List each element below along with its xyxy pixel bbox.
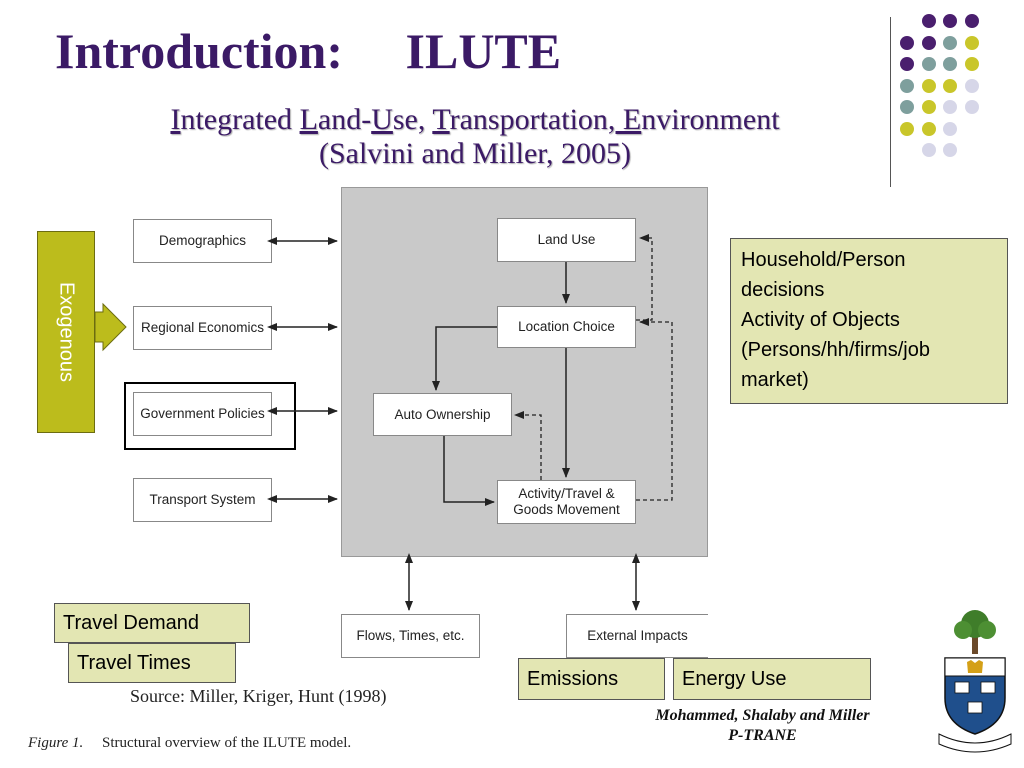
crown-icon	[967, 660, 983, 673]
decorative-dot-grid	[900, 14, 1020, 174]
regional-economics-box: Regional Economics	[133, 306, 272, 350]
authors-line: Mohammed, Shalaby and Miller	[655, 707, 870, 724]
book-icon	[954, 681, 970, 694]
demographics-box: Demographics	[133, 219, 272, 263]
subtitle-part: ransportation	[449, 103, 608, 136]
subtitle-part: ntegrated	[180, 103, 300, 136]
authors-footer: Mohammed, Shalaby and Miller P-TRANE	[600, 706, 925, 746]
figure-caption: Figure 1. Structural overview of the ILU…	[28, 735, 351, 752]
location-to-auto-arrow	[432, 326, 497, 391]
subtitle-part: , E	[607, 103, 642, 136]
university-crest-logo	[938, 610, 1012, 753]
decorative-dot	[900, 57, 914, 71]
figure-text: Structural overview of the ILUTE model.	[102, 735, 352, 751]
decorative-dot	[900, 78, 914, 93]
household-line: decisions	[741, 279, 825, 301]
title-left: Introduction:	[55, 23, 344, 79]
subtitle: Integrated Land-Use, Transportation, Env…	[60, 103, 890, 171]
decorative-dot	[943, 100, 957, 114]
subtitle-part: T	[432, 103, 450, 136]
decorative-dot	[921, 121, 936, 136]
household-line: (Persons/hh/firms/job	[741, 339, 930, 361]
exogenous-arrow	[94, 302, 127, 352]
household-note: Household/Person decisions Activity of O…	[730, 238, 1008, 404]
tree-trunk	[972, 636, 978, 654]
location-feedback-arrow	[636, 234, 653, 321]
location-choice-box: Location Choice	[497, 306, 636, 348]
subtitle-part: I	[170, 103, 181, 136]
decorative-dot	[900, 121, 914, 136]
activity-to-auto-feedback-arrow	[514, 411, 542, 480]
subtitle-part: se,	[392, 103, 433, 136]
decorative-dot	[943, 121, 957, 136]
decorative-dot	[964, 78, 979, 93]
external-impacts-box: External Impacts	[566, 614, 708, 658]
auto-to-activity-arrow	[443, 436, 495, 506]
exogenous-bar: Exogenous	[37, 231, 95, 433]
emissions-note: Emissions	[518, 658, 665, 700]
figure-label: Figure 1.	[28, 735, 84, 751]
decorative-dot	[921, 57, 936, 71]
decorative-dot	[943, 57, 957, 71]
decorative-dot	[964, 14, 979, 28]
travel-times-note: Travel Times	[68, 643, 236, 683]
government-policies-highlight	[124, 382, 296, 450]
subtitle-part: and-	[317, 103, 372, 136]
source-citation: Source: Miller, Kriger, Hunt (1998)	[130, 686, 387, 706]
subtitle-line1: Integrated Land-Use, Transportation, Env…	[60, 103, 890, 137]
decorative-dot	[900, 100, 914, 114]
tree-crown	[978, 621, 996, 639]
project-name: P-TRANE	[728, 727, 797, 744]
decorative-dot	[943, 143, 957, 157]
household-line: Household/Person	[741, 249, 906, 271]
activity-to-location-feedback-arrow	[636, 318, 673, 501]
title-right: ILUTE	[405, 23, 562, 79]
household-line: Activity of Objects	[741, 309, 900, 331]
tree-crown	[954, 621, 972, 639]
page-title: Introduction: ILUTE	[55, 22, 561, 80]
decorative-dot	[964, 35, 979, 50]
decorative-dot	[943, 78, 957, 93]
divider-line	[890, 17, 891, 187]
motto-ribbon	[938, 733, 1012, 753]
decorative-dot	[964, 57, 979, 71]
decorative-dot	[921, 143, 936, 157]
decorative-dot	[943, 14, 957, 28]
government-policies-box: Government Policies	[133, 392, 272, 436]
subtitle-part: L	[299, 103, 318, 136]
decorative-dot	[921, 35, 936, 50]
decorative-dot	[921, 78, 936, 93]
crest-shield	[944, 657, 1006, 735]
decorative-dot	[943, 35, 957, 50]
decorative-dot	[964, 100, 979, 114]
activity-travel-box: Activity/Travel & Goods Movement	[497, 480, 636, 524]
book-icon	[980, 681, 996, 694]
subtitle-part: nvironment	[641, 103, 780, 136]
book-icon	[967, 701, 983, 714]
auto-ownership-box: Auto Ownership	[373, 393, 512, 436]
decorative-dot	[921, 14, 936, 28]
transport-system-box: Transport System	[133, 478, 272, 522]
flows-times-box: Flows, Times, etc.	[341, 614, 480, 658]
household-line: market)	[741, 369, 809, 391]
energy-use-note: Energy Use	[673, 658, 871, 700]
decorative-dot	[921, 100, 936, 114]
subtitle-part: U	[371, 103, 393, 136]
subtitle-line2: (Salvini and Miller, 2005)	[318, 137, 632, 170]
travel-demand-note: Travel Demand	[54, 603, 250, 643]
land-use-box: Land Use	[497, 218, 636, 262]
decorative-dot	[900, 35, 914, 50]
